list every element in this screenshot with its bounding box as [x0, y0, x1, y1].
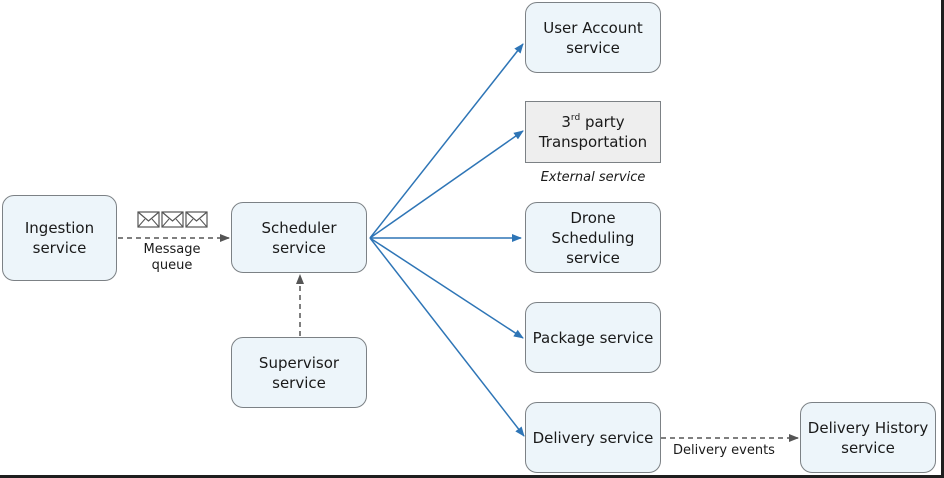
arrow-scheduler-to-package — [369, 237, 524, 339]
node-label: 3rd party — [561, 113, 625, 131]
scheduler-service-node: Scheduler service — [231, 202, 367, 273]
third-party-transportation-node: 3rd party Transportation — [525, 101, 661, 163]
node-label: Package service — [532, 328, 654, 347]
node-label: service — [566, 38, 620, 57]
node-label: User Account — [543, 18, 643, 37]
arrow-scheduler-to-delivery — [369, 237, 525, 437]
drone-scheduling-service-node: Drone Scheduling service — [525, 202, 661, 273]
frame-border — [0, 475, 944, 478]
node-label: service — [841, 438, 895, 457]
node-label: Scheduler — [261, 218, 337, 237]
node-label: Drone — [570, 208, 616, 227]
arrow-scheduler-to-third-party — [369, 130, 524, 239]
node-label: Delivery service — [532, 428, 654, 447]
message-queue-label: Message queue — [143, 242, 201, 273]
package-service-node: Package service — [525, 302, 661, 373]
node-label: service — [272, 238, 326, 257]
node-label: Supervisor — [258, 353, 340, 372]
user-account-service-node: User Account service — [525, 2, 661, 73]
message-queue-icons — [137, 211, 208, 228]
node-label: service — [272, 373, 326, 392]
node-label: Scheduling — [551, 228, 635, 247]
delivery-service-node: Delivery service — [525, 402, 661, 473]
ingestion-service-node: Ingestion service — [2, 195, 117, 281]
envelope-icon — [161, 211, 184, 228]
delivery-events-label: Delivery events — [673, 443, 775, 458]
node-label: Ingestion — [24, 219, 95, 237]
supervisor-service-node: Supervisor service — [231, 337, 367, 408]
envelope-icon — [137, 211, 160, 228]
node-label: service — [32, 239, 87, 257]
arrow-scheduler-to-user-account — [369, 43, 524, 239]
envelope-icon — [185, 211, 208, 228]
node-label: Delivery History — [807, 418, 929, 437]
external-service-caption: External service — [540, 170, 646, 185]
node-label: Transportation — [538, 133, 648, 151]
node-label: service — [566, 248, 620, 267]
delivery-history-service-node: Delivery History service — [800, 402, 936, 473]
frame-border — [941, 0, 944, 478]
